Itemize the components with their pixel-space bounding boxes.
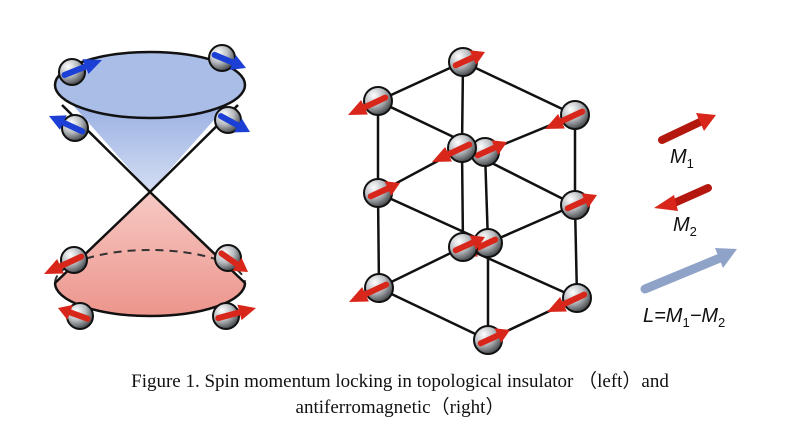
- m1-letter: M: [670, 146, 687, 168]
- spin-arrow-icon: [58, 304, 91, 322]
- spin-arrow-icon: [547, 291, 588, 312]
- lattice-bond: [376, 192, 381, 289]
- spin-arrow-icon: [215, 304, 256, 322]
- upper-cone-rim: [53, 50, 247, 120]
- caption-line-2: antiferromagnetic（right）: [295, 397, 505, 418]
- legend-arrows: [640, 113, 737, 294]
- spin-arrow-icon: [348, 94, 389, 115]
- m2-arrow-icon: [654, 184, 712, 211]
- m1-arrow-icon: [658, 113, 716, 144]
- spin-arrow-icon: [349, 281, 390, 302]
- spin-arrow-icon: [217, 113, 250, 133]
- l-pre: L=M: [643, 305, 683, 327]
- spin-arrow-icon: [432, 141, 473, 162]
- lattice-bond: [378, 245, 464, 290]
- spin-arrow-icon: [44, 253, 85, 274]
- l-sub1: 1: [682, 315, 690, 330]
- m1-sub: 1: [686, 156, 694, 171]
- dirac-cone: [53, 50, 247, 318]
- spin-arrow-icon: [218, 250, 248, 272]
- spin-arrow-icon: [452, 50, 485, 69]
- spin-arrow-icon: [477, 328, 510, 347]
- m2-letter: M: [673, 214, 690, 236]
- lattice-bond: [460, 147, 465, 248]
- spin-arrow-icon: [367, 181, 400, 200]
- spin-arrow-icon: [211, 51, 246, 70]
- lattice-bond: [487, 203, 576, 245]
- lattice-bond: [377, 60, 464, 103]
- spin-arrow-icon: [452, 235, 485, 254]
- lattice-bond: [378, 286, 489, 342]
- caption-line-1: Figure 1. Spin momentum locking in topol…: [131, 371, 669, 392]
- lattice-bond: [462, 60, 576, 117]
- spin-arrow-icon: [545, 108, 586, 129]
- lattice-bond: [573, 204, 579, 299]
- spin-arrow-icon: [49, 115, 86, 135]
- lower-cone: [55, 192, 245, 316]
- spin-arrow-icon: [564, 193, 597, 212]
- lattice-bond: [483, 151, 490, 244]
- surface-electrons: [44, 44, 256, 330]
- m2-label: M2: [673, 214, 697, 239]
- l-mid: −M: [689, 305, 719, 327]
- antiferromagnetic-lattice: [348, 47, 597, 355]
- l-arrow-icon: [640, 248, 737, 294]
- m2-sub: 2: [689, 224, 697, 239]
- spin-arrow-icon: [61, 59, 102, 78]
- l-sub2: 2: [718, 315, 726, 330]
- spin-arrow-icon: [474, 140, 507, 159]
- m1-label: M1: [670, 146, 694, 171]
- l-label: L=M1−M2: [643, 305, 725, 330]
